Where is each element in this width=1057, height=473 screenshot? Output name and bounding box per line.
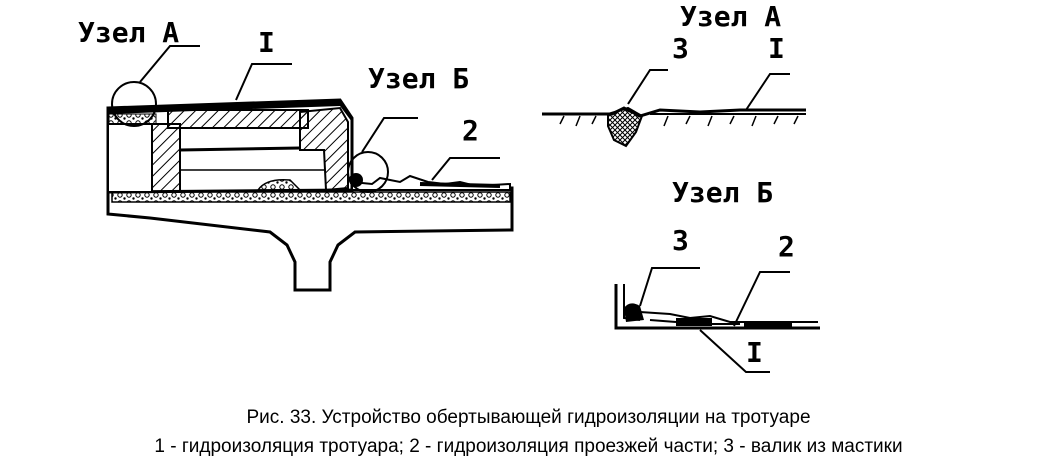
- detail-b-mark-3: 3: [672, 224, 689, 257]
- sidewalk-waterproofing: [108, 100, 352, 122]
- node-b-circle: [347, 151, 389, 193]
- detail-b-mastic: [624, 303, 644, 322]
- deck-layer: [111, 191, 511, 203]
- detail-b: Узел Б 3 2 I: [614, 176, 820, 373]
- left-wall: [151, 123, 181, 193]
- detail-a-mark-1: I: [768, 32, 785, 65]
- figure-caption-legend: 1 - гидроизоляция тротуара; 2 - гидроизо…: [154, 436, 903, 457]
- mastic-roller: [349, 173, 363, 187]
- detail-a-mastic: [607, 106, 644, 148]
- figure-caption-title: Рис. 33. Устройство обертывающей гидроиз…: [246, 407, 811, 428]
- detail-a-mark-3: 3: [672, 32, 689, 65]
- detail-b-mark-2: 2: [778, 230, 795, 263]
- waterproofing-drawing: Узел А I Узел Б 2 Узел А 3 I Узел Б 3 2 …: [78, 0, 820, 373]
- main-section: Узел А I Узел Б 2: [78, 16, 514, 292]
- node-a-label: Узел А: [78, 16, 179, 49]
- mark-1-label: I: [258, 26, 275, 59]
- node-a-circle: [111, 81, 157, 127]
- detail-b-mark-1: I: [746, 336, 763, 369]
- sidewalk-cover: [167, 109, 309, 129]
- mark-2-label: 2: [462, 114, 479, 147]
- detail-a: Узел А 3 I: [542, 0, 806, 148]
- detail-a-title: Узел А: [680, 0, 781, 33]
- detail-b-title: Узел Б: [672, 176, 773, 209]
- right-wall: [299, 106, 349, 192]
- deck-slab: [106, 186, 514, 292]
- node-b-label: Узел Б: [368, 62, 469, 95]
